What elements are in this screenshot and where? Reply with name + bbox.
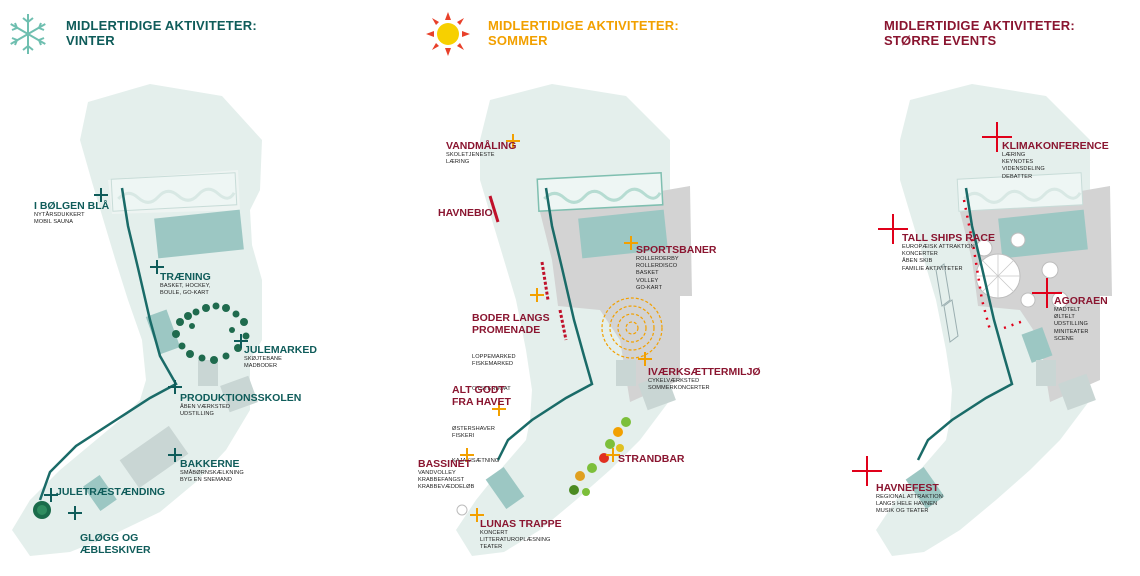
panel-title-line2: SOMMER <box>488 33 548 48</box>
havnebio-screen <box>488 195 500 223</box>
marker-plus-icon <box>234 334 248 348</box>
label-glogg-og-aebleskiver: GLØGG OG ÆBLESKIVER <box>80 532 151 556</box>
building-d <box>119 425 189 489</box>
building-a <box>616 360 636 386</box>
marker-plus-icon <box>44 488 58 502</box>
snowflake-icon <box>10 14 46 54</box>
palm-trees <box>569 417 631 496</box>
panel-title-line1: MIDLERTIDIGE AKTIVITETER: <box>66 18 257 33</box>
marker-plus-icon <box>506 134 520 148</box>
building-c <box>1058 373 1096 411</box>
promenade-line <box>38 187 178 501</box>
building-b <box>1036 360 1056 386</box>
panel-winter: MIDLERTIDIGE AKTIVITETER: VINTER I BØLGE… <box>0 0 380 576</box>
booth-line-2 <box>558 309 568 341</box>
building-c <box>220 375 258 413</box>
building-e <box>83 474 117 512</box>
marker-plus-icon <box>168 448 182 462</box>
building-b <box>638 373 676 411</box>
building-b <box>198 360 218 386</box>
building-c <box>485 466 525 510</box>
marker-plus-icon <box>982 122 1012 152</box>
events-site-map <box>876 84 1112 556</box>
promenade-line <box>496 187 594 461</box>
bassin-ring <box>456 504 468 516</box>
concentric-circles <box>601 297 663 359</box>
panel-title-line1: MIDLERTIDIGE AKTIVITETER: <box>488 18 679 33</box>
marker-plus-icon <box>624 236 638 250</box>
marker-plus-icon <box>94 188 108 202</box>
marker-plus-icon <box>460 448 474 462</box>
marker-plus-icon <box>470 508 484 522</box>
marker-plus-icon <box>68 506 82 520</box>
label-havnebio: HAVNEBIO <box>438 207 493 219</box>
panel-events: MIDLERTIDIGE AKTIVITETER: STØRRE EVENTS … <box>760 0 1140 576</box>
booth-line <box>540 261 550 301</box>
marker-plus-icon <box>1032 278 1062 308</box>
summer-site-map <box>456 84 692 556</box>
red-dotted-route <box>962 199 992 331</box>
tree-cluster <box>172 302 250 364</box>
promenade-line <box>916 187 1014 461</box>
label-juletraestaending: JULETRÆSTÆNDING <box>56 486 166 498</box>
panel-title-line2: STØRRE EVENTS <box>884 33 997 48</box>
building-a <box>145 309 181 355</box>
marker-plus-icon <box>492 402 506 416</box>
building-large <box>154 209 244 259</box>
building-d <box>905 466 945 510</box>
winter-site-map <box>12 84 262 556</box>
panel-title: MIDLERTIDIGE AKTIVITETER: STØRRE EVENTS <box>884 18 1075 48</box>
label-traening: TRÆNING BASKET, HOCKEY,BOULE, GO-KART <box>160 271 211 297</box>
marker-plus-icon <box>150 260 164 274</box>
panel-title-line1: MIDLERTIDIGE AKTIVITETER: <box>884 18 1075 33</box>
panel-title-line2: VINTER <box>66 33 115 48</box>
building-a <box>1021 327 1053 363</box>
label-strandbar: STRANDBAR <box>618 453 685 465</box>
panel-summer: MIDLERTIDIGE AKTIVITETER: SOMMER VANDMÅL… <box>380 0 761 576</box>
marker-plus-icon <box>168 380 182 394</box>
marker-plus-icon <box>530 288 544 302</box>
tall-ships <box>935 263 959 343</box>
marker-plus-icon <box>606 448 620 462</box>
building-large <box>578 209 668 259</box>
sun-icon <box>426 12 470 56</box>
marker-plus-icon <box>638 352 652 366</box>
marker-plus-icon <box>878 214 908 244</box>
panel-title: MIDLERTIDIGE AKTIVITETER: SOMMER <box>488 18 679 48</box>
marker-plus-icon <box>852 456 882 486</box>
panel-title: MIDLERTIDIGE AKTIVITETER: VINTER <box>66 18 257 48</box>
